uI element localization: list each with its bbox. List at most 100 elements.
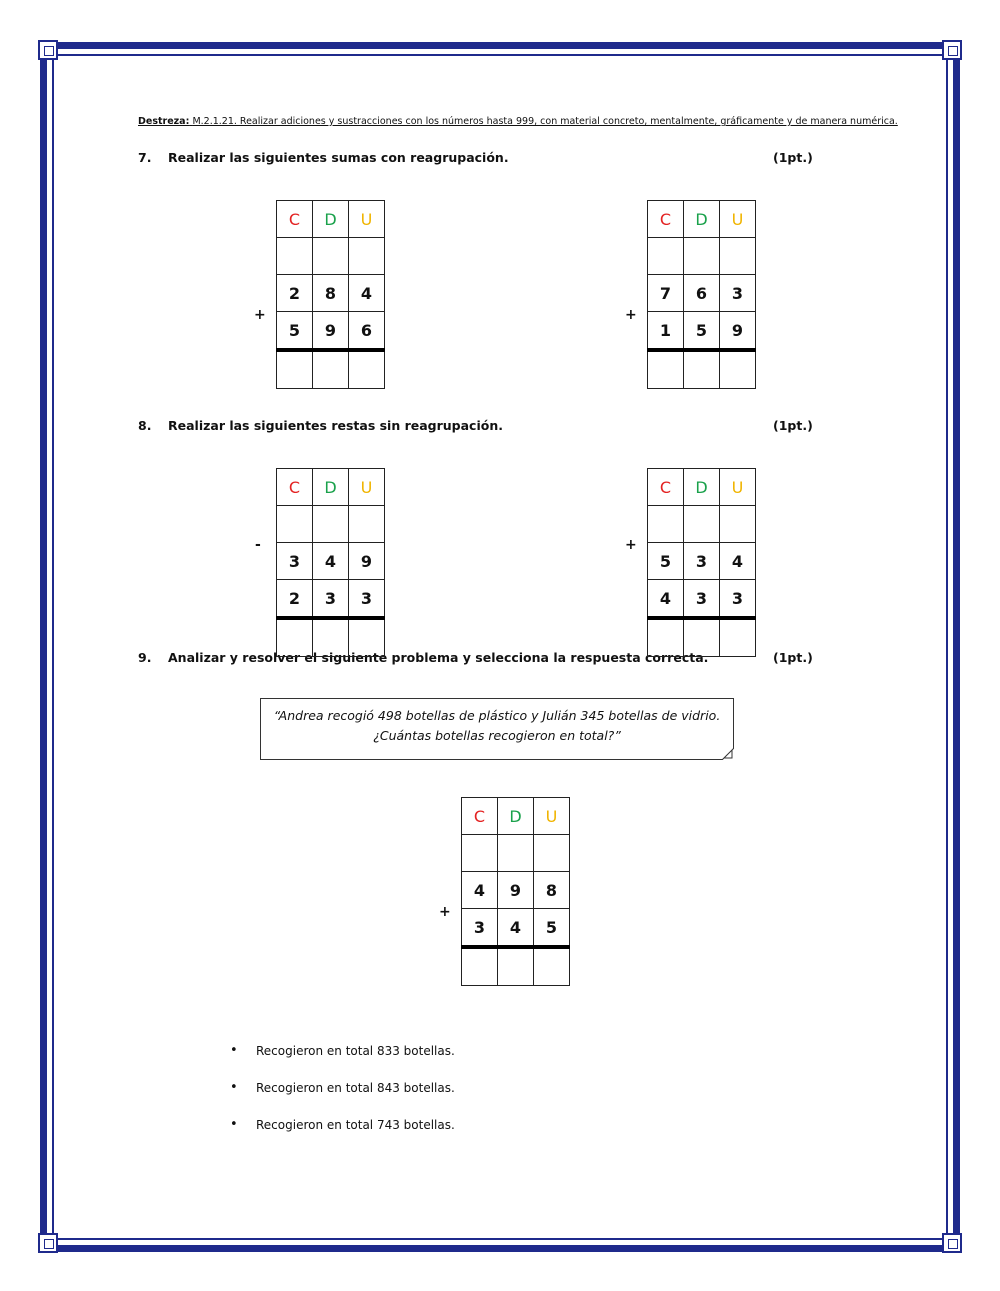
digit-cell: 9: [348, 542, 385, 580]
table-row: [276, 616, 385, 657]
carry-cell[interactable]: [312, 505, 349, 543]
destreza-text: M.2.1.21. Realizar adiciones y sustracci…: [192, 116, 898, 127]
digit-cell: 4: [312, 542, 349, 580]
column-header-c: C: [647, 200, 684, 238]
answer-option[interactable]: Recogieron en total 743 botellas.: [230, 1117, 455, 1155]
column-header-c: C: [276, 200, 313, 238]
column-header-c: C: [461, 797, 498, 835]
table-row: [276, 348, 385, 389]
carry-cell[interactable]: [647, 237, 684, 275]
destreza-line: Destreza: M.2.1.21. Realizar adiciones y…: [138, 116, 898, 127]
result-cell[interactable]: [276, 348, 313, 389]
carry-cell[interactable]: [647, 505, 684, 543]
column-header-u: U: [348, 468, 385, 506]
result-cell[interactable]: [276, 616, 313, 657]
result-cell[interactable]: [647, 348, 684, 389]
column-header-u: U: [719, 468, 756, 506]
digit-cell: 2: [276, 579, 313, 619]
operator-sign: +: [439, 904, 451, 920]
table-row: [647, 348, 756, 389]
digit-cell: 2: [276, 274, 313, 312]
answer-option[interactable]: Recogieron en total 833 botellas.: [230, 1043, 455, 1081]
carry-cell[interactable]: [719, 505, 756, 543]
carry-cell[interactable]: [276, 237, 313, 275]
page-border-inner: [52, 54, 948, 1240]
carry-cell[interactable]: [683, 505, 720, 543]
carry-cell[interactable]: [348, 505, 385, 543]
digit-cell: 3: [276, 542, 313, 580]
question-text: Realizar las siguientes sumas con reagru…: [168, 150, 509, 165]
result-cell[interactable]: [312, 616, 349, 657]
column-header-d: D: [312, 200, 349, 238]
result-cell[interactable]: [647, 616, 684, 657]
carry-cell[interactable]: [683, 237, 720, 275]
result-cell[interactable]: [683, 348, 720, 389]
digit-cell: 7: [647, 274, 684, 312]
table-row: [647, 505, 756, 543]
result-cell[interactable]: [683, 616, 720, 657]
question-number: 8.: [138, 418, 152, 433]
digit-cell: 5: [683, 311, 720, 351]
result-cell[interactable]: [348, 616, 385, 657]
digit-cell: 9: [719, 311, 756, 351]
destreza-label: Destreza:: [138, 116, 190, 127]
carry-cell[interactable]: [312, 237, 349, 275]
column-header-u: U: [719, 200, 756, 238]
column-header-u: U: [533, 797, 570, 835]
question-text: Analizar y resolver el siguiente problem…: [168, 650, 709, 665]
operator-sign: -: [255, 537, 261, 553]
column-header-d: D: [683, 200, 720, 238]
digit-cell: 4: [719, 542, 756, 580]
result-cell[interactable]: [461, 945, 498, 986]
column-header-u: U: [348, 200, 385, 238]
result-cell[interactable]: [719, 348, 756, 389]
table-row: [647, 616, 756, 657]
digit-cell: 5: [533, 908, 570, 948]
corner-ornament: [942, 40, 962, 60]
question-points: (1pt.): [773, 650, 813, 665]
digit-cell: 9: [312, 311, 349, 351]
digit-cell: 3: [683, 542, 720, 580]
answer-option[interactable]: Recogieron en total 843 botellas.: [230, 1080, 455, 1118]
digit-cell: 4: [461, 871, 498, 909]
question-9-title: 9.Analizar y resolver el siguiente probl…: [138, 650, 708, 665]
column-header-c: C: [647, 468, 684, 506]
result-cell[interactable]: [719, 616, 756, 657]
question-number: 7.: [138, 150, 152, 165]
result-cell[interactable]: [497, 945, 534, 986]
question-text: Realizar las siguientes restas sin reagr…: [168, 418, 503, 433]
table-row: [647, 237, 756, 275]
result-cell[interactable]: [312, 348, 349, 389]
digit-cell: 4: [497, 908, 534, 948]
carry-cell[interactable]: [533, 834, 570, 872]
problem-line-1: “Andrea recogió 498 botellas de plástico…: [273, 708, 721, 723]
carry-cell[interactable]: [276, 505, 313, 543]
carry-cell[interactable]: [497, 834, 534, 872]
carry-cell[interactable]: [348, 237, 385, 275]
carry-cell[interactable]: [719, 237, 756, 275]
digit-cell: 3: [719, 274, 756, 312]
corner-ornament: [38, 1233, 58, 1253]
digit-cell: 4: [348, 274, 385, 312]
question-points: (1pt.): [773, 150, 813, 165]
question-points: (1pt.): [773, 418, 813, 433]
table-row: [276, 505, 385, 543]
operator-sign: +: [625, 537, 637, 553]
digit-cell: 6: [348, 311, 385, 351]
question-8-title: 8. Realizar las siguientes restas sin rea…: [138, 418, 503, 433]
digit-cell: 3: [348, 579, 385, 619]
problem-box: “Andrea recogió 498 botellas de plástico…: [260, 698, 734, 760]
carry-cell[interactable]: [461, 834, 498, 872]
result-cell[interactable]: [348, 348, 385, 389]
result-cell[interactable]: [533, 945, 570, 986]
